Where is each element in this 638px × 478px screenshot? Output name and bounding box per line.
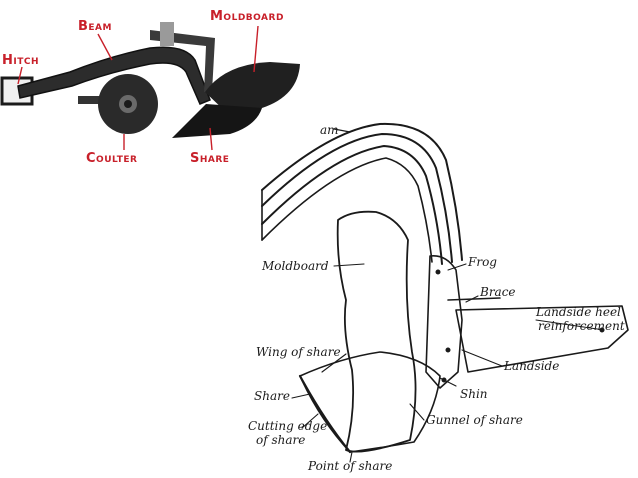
brace-outline xyxy=(447,297,501,301)
share-pointer xyxy=(209,127,213,151)
leader-shin xyxy=(439,377,457,387)
moldboard-shape xyxy=(205,62,300,114)
share-outline xyxy=(299,351,441,453)
leader-cutting-edge xyxy=(301,413,319,429)
landside-outline xyxy=(455,305,629,373)
hitch-pointer xyxy=(17,66,23,85)
moldboard-outline xyxy=(336,210,417,453)
moldboard-pointer xyxy=(253,25,259,73)
leader-landside xyxy=(461,349,503,367)
label-brace: Brace xyxy=(480,285,516,299)
beam-bar-1 xyxy=(261,122,463,261)
beam-pointer-line xyxy=(333,128,351,133)
label-share: Share xyxy=(190,151,230,166)
beam-pointer xyxy=(97,33,113,61)
label-cutting-edge-2: of share xyxy=(256,433,306,447)
label-point-of-share: Point of share xyxy=(308,459,393,473)
label-beam: Beam xyxy=(78,19,112,34)
rivet xyxy=(445,347,451,353)
beam-bar-4 xyxy=(261,157,433,263)
brace-handle xyxy=(160,22,174,46)
leader-frog xyxy=(447,263,467,271)
beam-bar-2 xyxy=(261,133,453,263)
beam-bar-3 xyxy=(261,145,443,265)
label-share-part: Share xyxy=(254,389,290,403)
beam-shape xyxy=(17,46,211,105)
label-frog: Frog xyxy=(468,255,497,269)
coulter-bolt xyxy=(124,100,132,108)
label-moldboard: Moldboard xyxy=(210,9,284,24)
leader-gunnel xyxy=(409,403,425,421)
rivet xyxy=(435,269,441,275)
label-gunnel-of-share: Gunnel of share xyxy=(426,413,523,427)
label-shin: Shin xyxy=(460,387,488,401)
moldboard-plow-drawing xyxy=(261,122,629,463)
label-cutting-edge-1: Cutting edge xyxy=(248,419,328,433)
label-hitch: Hitch xyxy=(2,53,40,68)
label-beam-partial: am xyxy=(320,123,339,137)
leader-point xyxy=(349,451,353,463)
label-landside-heel-1: Landside heel xyxy=(536,305,621,319)
leader-wing xyxy=(321,353,347,373)
frog-outline xyxy=(425,254,463,389)
leader-landside-heel xyxy=(535,319,605,331)
label-wing-of-share: Wing of share xyxy=(256,345,341,359)
share-shape xyxy=(172,104,262,138)
cutting-edge xyxy=(298,374,352,454)
leader-brace xyxy=(465,295,479,303)
leader-share xyxy=(291,393,311,399)
brace-bars xyxy=(150,30,215,92)
leader-moldboard xyxy=(333,263,365,267)
label-landside-heel-2: reinforcement xyxy=(538,319,625,333)
label-landside: Landside xyxy=(504,359,560,373)
plow-photo xyxy=(0,22,300,151)
label-moldboard-part: Moldboard xyxy=(262,259,329,273)
label-coulter: Coulter xyxy=(86,151,138,166)
